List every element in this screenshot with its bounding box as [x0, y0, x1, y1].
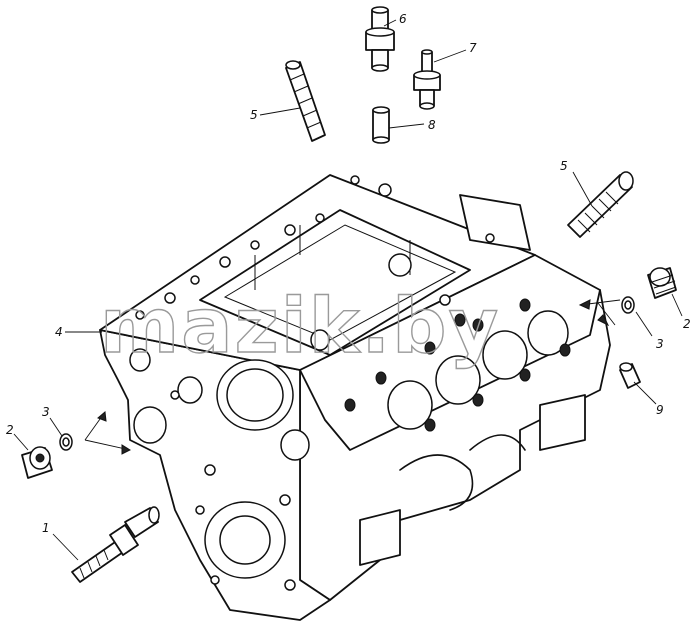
- callout-3-right: 3: [656, 337, 664, 351]
- dowel-part-6: [365, 6, 395, 72]
- washer-part-3-left: [59, 433, 73, 451]
- leader-lines: [13, 19, 683, 561]
- callout-2-left: 2: [6, 423, 14, 437]
- pin-part-7: [413, 49, 441, 110]
- callout-4: 4: [55, 325, 63, 339]
- washer-part-3-right: [621, 296, 635, 314]
- callout-6: 6: [399, 12, 407, 26]
- deck-holes: [135, 175, 495, 320]
- stud-pin-part-1: [71, 506, 160, 583]
- cylinder-bores: [344, 298, 571, 432]
- assembly-arrows-left: [84, 411, 132, 455]
- callout-1: 1: [42, 521, 50, 535]
- dowel-part-8: [372, 106, 390, 144]
- callout-9: 9: [656, 403, 664, 417]
- stud-part-5-left: [285, 60, 326, 142]
- stud-part-5-right: [567, 171, 634, 238]
- callout-labels: 1 2 3 4 5 5 6 7 8 3 2 9: [6, 12, 691, 535]
- plug-part-2-left: [21, 446, 53, 479]
- callout-5-right: 5: [560, 159, 568, 173]
- set-screw-part-9: [619, 362, 641, 389]
- callout-3-left: 3: [42, 405, 50, 419]
- plug-part-2-right: [647, 267, 677, 299]
- watermark-text: mazik.by: [100, 281, 500, 370]
- callout-2-right: 2: [683, 317, 691, 331]
- callout-8: 8: [428, 118, 436, 132]
- callout-5-left: 5: [250, 108, 258, 122]
- front-face-holes: [129, 329, 330, 591]
- assembly-arrows-right: [578, 299, 621, 327]
- callout-7: 7: [469, 41, 477, 55]
